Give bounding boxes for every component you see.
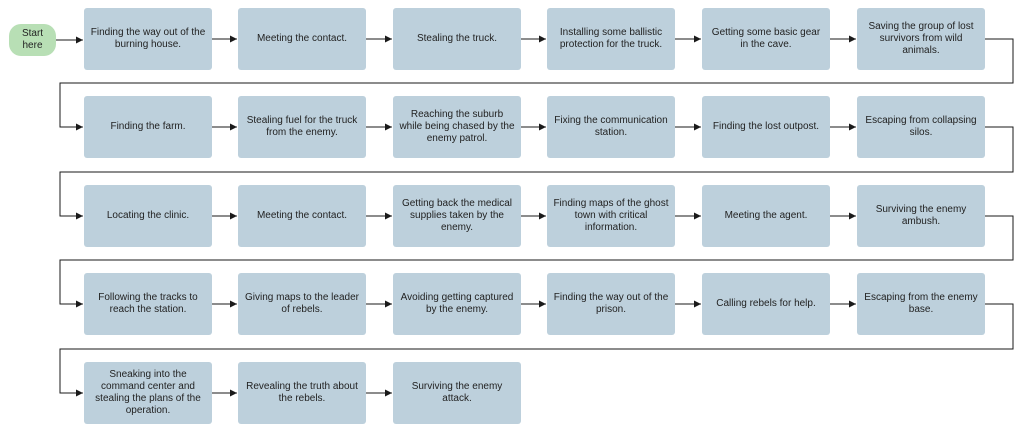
step-label-18: Surviving the enemy ambush. (875, 204, 967, 227)
step-box-26: Revealing the truth about the rebels. (238, 362, 366, 424)
step-box-21: Avoiding getting captured by the enemy. (393, 273, 521, 335)
step-label-12: Escaping from collapsing silos. (865, 115, 977, 138)
step-box-3: Stealing the truck. (393, 8, 521, 70)
connector-elbow-12 (59, 126, 1014, 220)
step-box-18: Surviving the enemy ambush. (857, 185, 985, 247)
step-label-11: Finding the lost outpost. (712, 121, 820, 132)
step-label-24: Escaping from the enemy base. (864, 292, 978, 315)
start-node: Start here (9, 24, 56, 56)
step-box-5: Getting some basic gear in the cave. (702, 8, 830, 70)
step-label-9: Reaching the suburb while being chased b… (399, 109, 515, 144)
step-box-19: Following the tracks to reach the statio… (84, 273, 212, 335)
step-box-15: Getting back the medical supplies taken … (393, 185, 521, 247)
step-label-20: Giving maps to the leader of rebels. (245, 292, 359, 315)
step-box-6: Saving the group of lost survivors from … (857, 8, 985, 70)
step-label-14: Meeting the contact. (256, 210, 348, 221)
step-label-10: Fixing the communication station. (554, 115, 668, 138)
step-box-13: Locating the clinic. (84, 185, 212, 247)
step-label-23: Calling rebels for help. (716, 298, 816, 309)
step-label-7: Finding the farm. (110, 121, 186, 132)
step-box-8: Stealing fuel for the truck from the ene… (238, 96, 366, 158)
step-label-25: Sneaking into the command center and ste… (95, 369, 201, 416)
step-label-5: Getting some basic gear in the cave. (711, 27, 821, 50)
step-label-22: Finding the way out of the prison. (553, 292, 669, 315)
step-box-22: Finding the way out of the prison. (547, 273, 675, 335)
step-box-11: Finding the lost outpost. (702, 96, 830, 158)
connector-elbow-6 (59, 38, 1014, 131)
step-label-3: Stealing the truck. (416, 33, 498, 44)
step-box-7: Finding the farm. (84, 96, 212, 158)
step-box-24: Escaping from the enemy base. (857, 273, 985, 335)
step-label-17: Meeting the agent. (724, 210, 808, 221)
step-box-9: Reaching the suburb while being chased b… (393, 96, 521, 158)
step-box-12: Escaping from collapsing silos. (857, 96, 985, 158)
step-box-1: Finding the way out of the burning house… (84, 8, 212, 70)
step-label-16: Finding maps of the ghost town with crit… (553, 198, 669, 233)
step-box-23: Calling rebels for help. (702, 273, 830, 335)
step-box-16: Finding maps of the ghost town with crit… (547, 185, 675, 247)
connector-elbow-18 (59, 215, 1014, 308)
step-label-27: Surviving the enemy attack. (411, 381, 503, 404)
step-box-20: Giving maps to the leader of rebels. (238, 273, 366, 335)
step-label-2: Meeting the contact. (256, 33, 348, 44)
step-label-26: Revealing the truth about the rebels. (246, 381, 358, 404)
connector-elbow-24 (59, 303, 1014, 397)
step-label-15: Getting back the medical supplies taken … (401, 198, 513, 233)
step-box-14: Meeting the contact. (238, 185, 366, 247)
step-box-27: Surviving the enemy attack. (393, 362, 521, 424)
step-label-13: Locating the clinic. (106, 210, 190, 221)
step-label-21: Avoiding getting captured by the enemy. (400, 292, 514, 315)
step-box-10: Fixing the communication station. (547, 96, 675, 158)
start-label: Start here (21, 28, 44, 51)
step-label-19: Following the tracks to reach the statio… (98, 292, 198, 315)
step-box-17: Meeting the agent. (702, 185, 830, 247)
step-label-6: Saving the group of lost survivors from … (868, 21, 974, 56)
step-box-25: Sneaking into the command center and ste… (84, 362, 212, 424)
step-label-8: Stealing fuel for the truck from the ene… (246, 115, 358, 138)
step-box-4: Installing some ballistic protection for… (547, 8, 675, 70)
step-label-4: Installing some ballistic protection for… (559, 27, 663, 50)
step-label-1: Finding the way out of the burning house… (90, 27, 206, 50)
step-box-2: Meeting the contact. (238, 8, 366, 70)
